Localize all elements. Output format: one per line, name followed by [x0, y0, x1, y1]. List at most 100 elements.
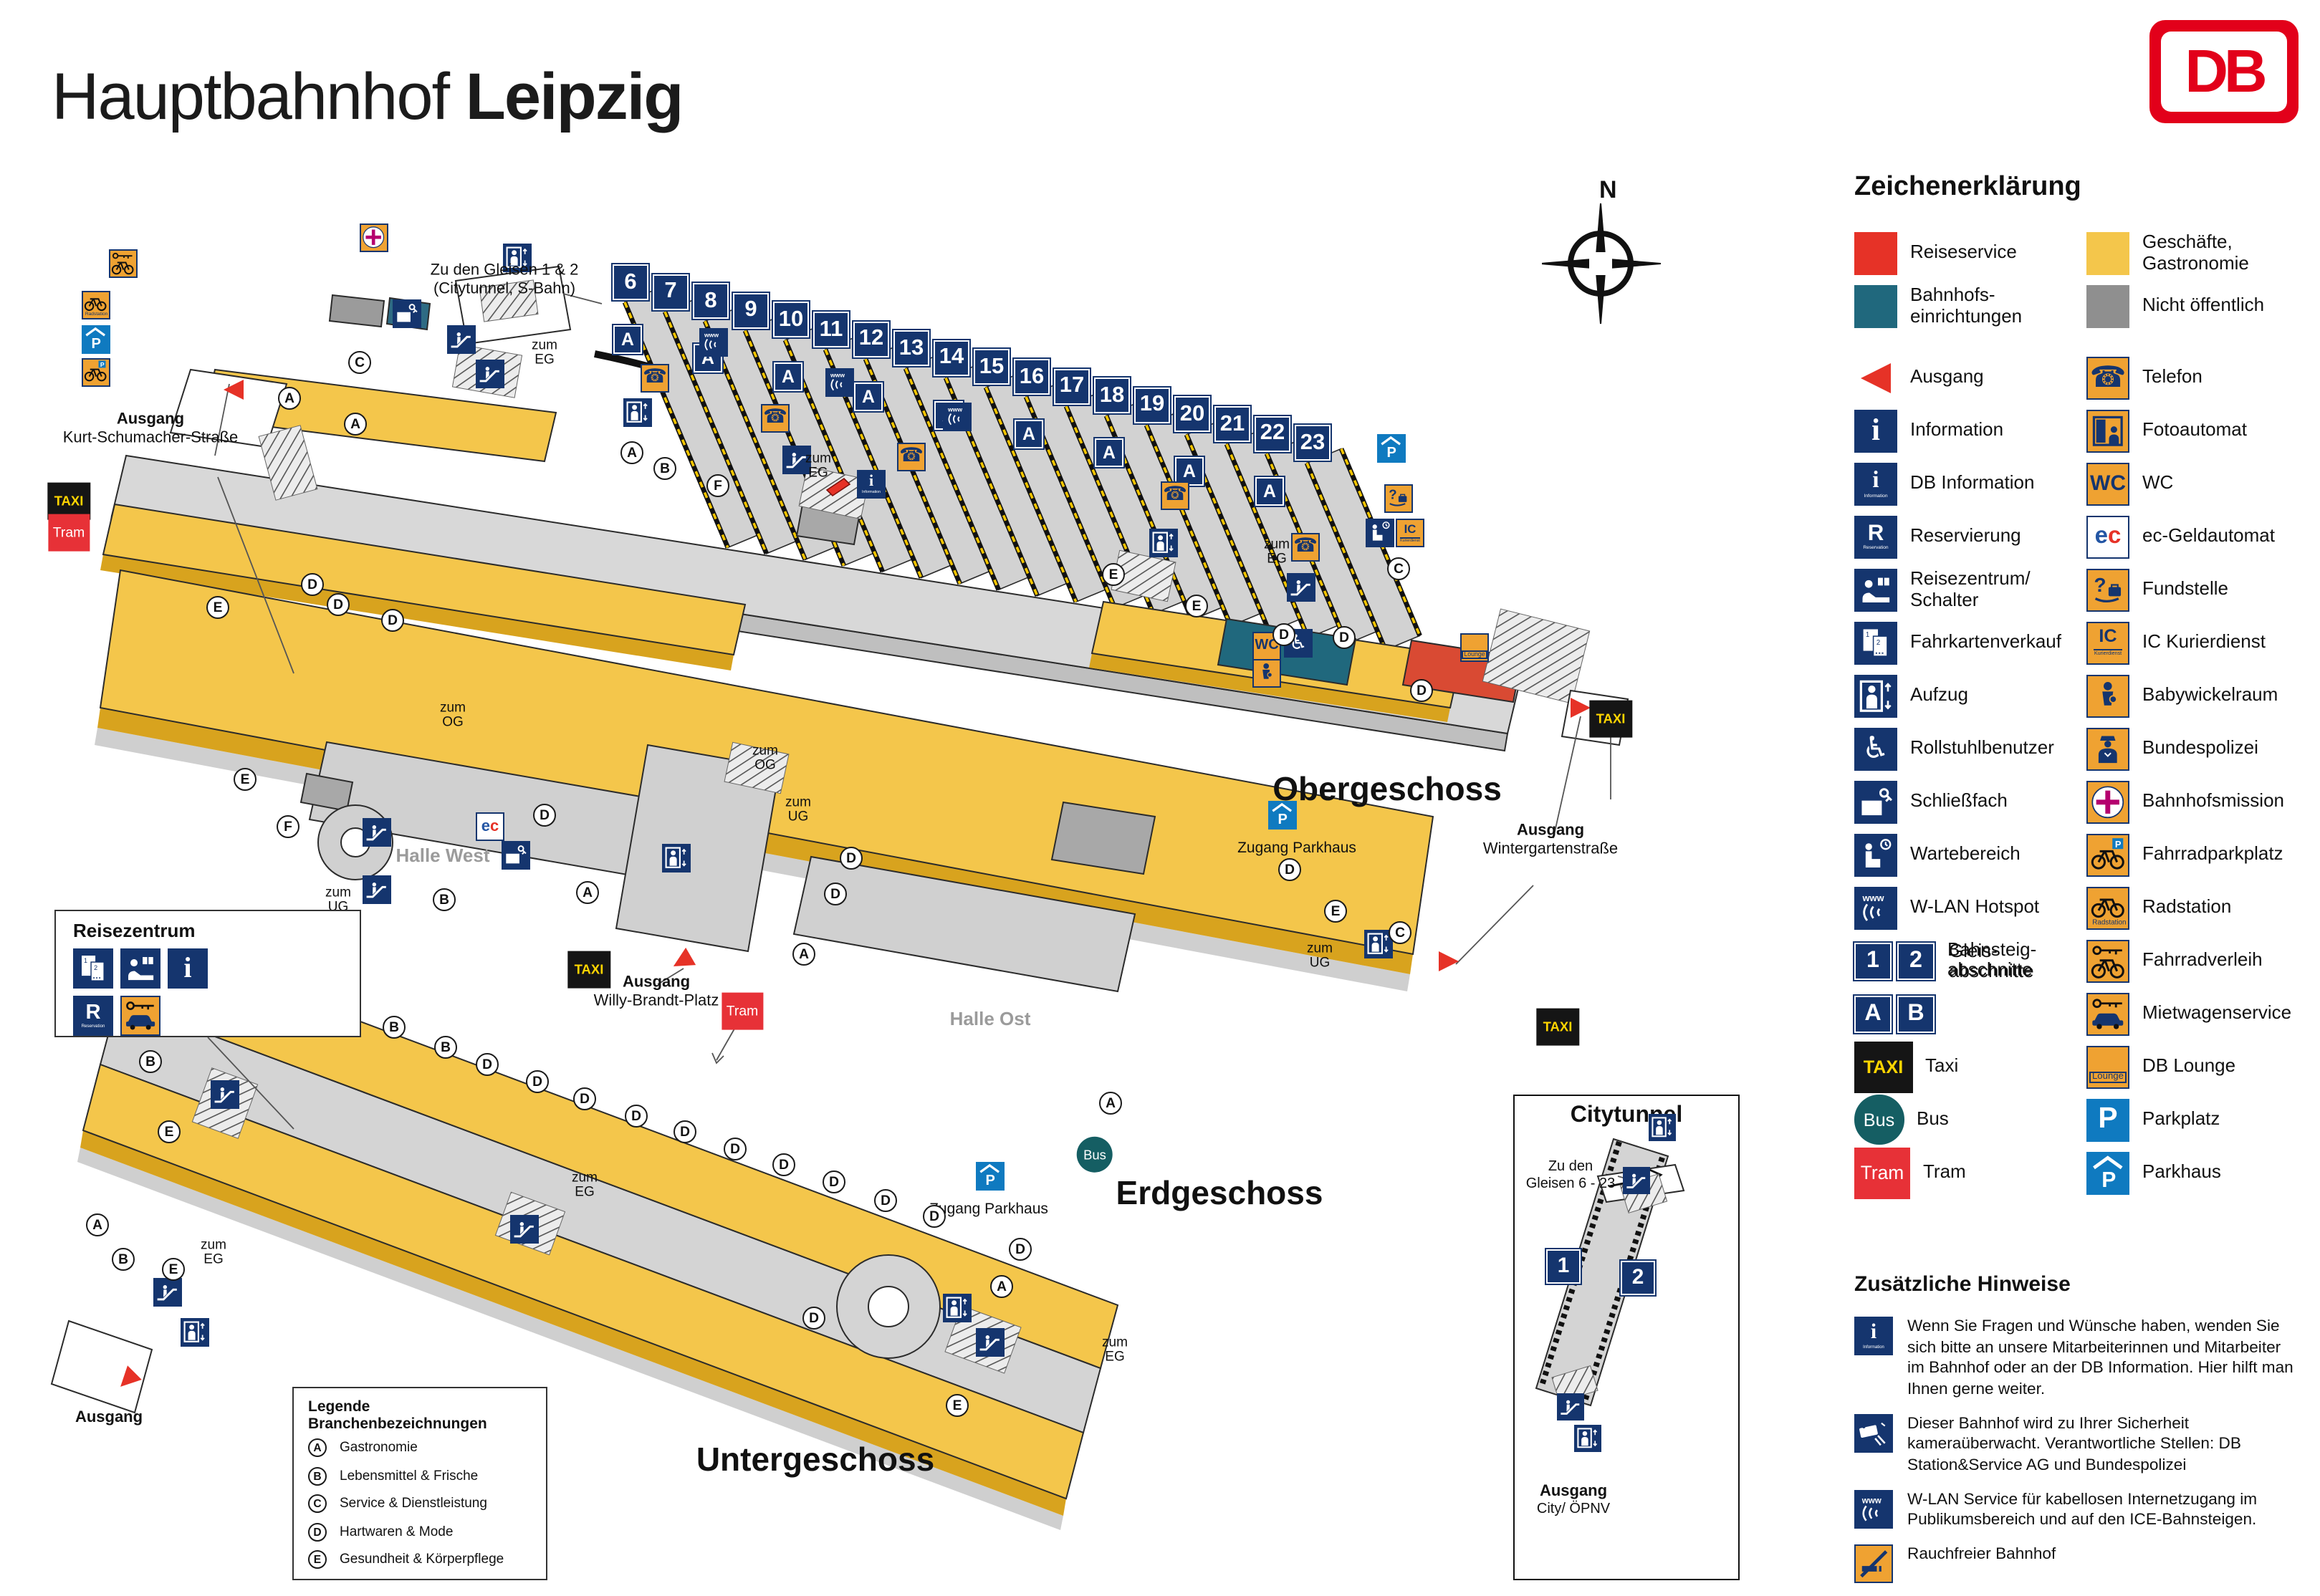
bus-badge: Bus — [1854, 1095, 1904, 1145]
branch-circle: D — [923, 1205, 946, 1228]
hint-item: Dieser Bahnhof wird zu Ihrer Sicherheit … — [1854, 1413, 2301, 1476]
hint-text: Dieser Bahnhof wird zu Ihrer Sicherheit … — [1907, 1415, 2241, 1475]
parking-garage-icon: P — [1377, 434, 1406, 463]
platform-number-badge: 1 — [1546, 1249, 1581, 1284]
car-rental-icon — [120, 996, 160, 1036]
svg-text:2: 2 — [1876, 638, 1880, 646]
branch-circle: B — [139, 1050, 162, 1073]
telefon-icon: ☎ — [641, 364, 669, 393]
taxi-badge: TAXI — [1589, 700, 1632, 739]
branch-circle: B — [383, 1016, 406, 1039]
parking-garage-icon: P — [2086, 1151, 2129, 1194]
escalator-icon — [447, 325, 476, 354]
tram-badge: Tram — [722, 992, 763, 1031]
branch-legend-item: FPresse & Buch — [308, 1578, 546, 1579]
branch-circle: B — [433, 888, 456, 911]
exit-arrow-icon — [219, 375, 248, 404]
exit-marker-icon — [824, 474, 853, 497]
mission-icon — [2086, 780, 2129, 823]
platform-number-badge: 10 — [773, 302, 809, 338]
hint-text: Wenn Sie Fragen und Wünsche haben, wende… — [1907, 1318, 2293, 1399]
map-label: Zugang Parkhaus — [1237, 840, 1356, 857]
legend-label: Babywickelraum — [2142, 683, 2278, 706]
svg-text:P: P — [2101, 1168, 2116, 1191]
wlan-icon: www — [699, 328, 728, 357]
svg-text:P: P — [92, 337, 101, 352]
nicht-oeffentlich-swatch — [2086, 284, 2129, 327]
svg-text:2: 2 — [94, 964, 97, 971]
platform-number-badge: 9 — [733, 292, 769, 329]
platform-number-badge: 23 — [1295, 425, 1331, 461]
svg-text:P: P — [2115, 838, 2122, 849]
svg-text:www: www — [1861, 1496, 1882, 1505]
platform-number-badge: 21 — [1214, 406, 1250, 442]
tram-badge: Tram — [48, 514, 90, 552]
map-label: zum EG — [1264, 537, 1290, 567]
legend-label: Fahrradverleih — [2142, 948, 2263, 971]
branch-circle: B — [434, 1036, 457, 1059]
compass-north-icon: N — [1542, 176, 1662, 325]
legend-label: W-LAN Hotspot — [1910, 895, 2040, 918]
branch-circle: D — [1009, 1238, 1032, 1261]
legend-item: ?Fundstelle — [2086, 568, 2313, 611]
svg-text:P: P — [1387, 446, 1396, 461]
map-label: Zugang Parkhaus — [929, 1201, 1048, 1218]
elevator-icon — [1149, 529, 1178, 557]
legend-item: Aufzug — [1854, 674, 2086, 717]
escalator-icon — [782, 446, 811, 474]
branch-label: Lebensmittel & Frische — [340, 1468, 479, 1484]
bahnhofseinrichtungen-swatch — [1854, 284, 1897, 327]
legend-label: DB Lounge — [2142, 1054, 2236, 1077]
branch-circle: C — [1389, 921, 1411, 944]
travel-center-icon — [120, 948, 160, 989]
branch-circle: E — [158, 1120, 181, 1143]
legend-item: Schließfach — [1854, 780, 2086, 823]
platform-number-badge: 2 — [1621, 1261, 1655, 1295]
branch-circle: D — [476, 1053, 499, 1076]
branch-circle: D — [1278, 858, 1301, 881]
branch-circle: E — [234, 768, 257, 791]
legend-label: Telefon — [2142, 365, 2202, 388]
branch-circle: E — [946, 1394, 969, 1417]
branch-circle: A — [990, 1275, 1013, 1298]
map-label: zum OG — [440, 700, 466, 731]
map-label: zum EG — [1102, 1335, 1128, 1365]
escalator-icon — [1623, 1167, 1650, 1194]
elevator-icon — [1649, 1114, 1676, 1141]
branch-circle: E — [1185, 595, 1208, 617]
geschaefte-swatch — [2086, 231, 2129, 274]
map-label: zum EG — [201, 1237, 226, 1268]
map-label: Zu den Gleisen 1 & 2(Citytunnel, S-Bahn) — [430, 261, 579, 298]
escalator-icon — [976, 1328, 1005, 1357]
branch-circle: D — [840, 847, 863, 870]
hints-heading: Zusätzliche Hinweise — [1854, 1272, 2071, 1297]
wlan-icon: www — [1854, 1489, 1893, 1529]
parking-garage-icon: P — [976, 1162, 1005, 1191]
legend-label: Tram — [1923, 1160, 1966, 1183]
legend-label: Aufzug — [1910, 683, 1968, 706]
legend-row: Ausgang☎Telefon — [1854, 351, 2313, 404]
legend-item: Nicht öffentlich — [2086, 284, 2313, 327]
cctv-icon — [1854, 1413, 1893, 1453]
legend-label: Mietwagenservice — [2142, 1001, 2292, 1024]
locker-icon — [1854, 780, 1897, 823]
